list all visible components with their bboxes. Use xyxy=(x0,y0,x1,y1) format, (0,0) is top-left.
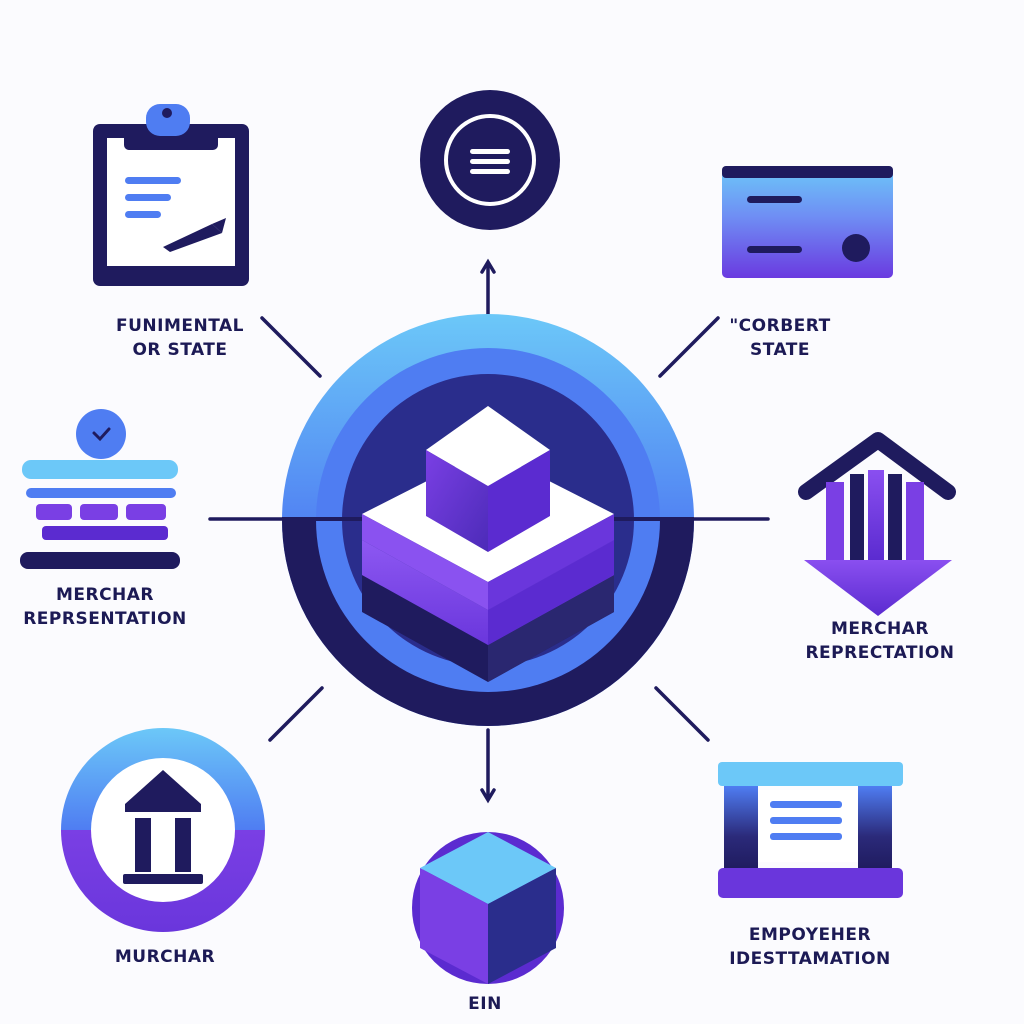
stack-icon xyxy=(20,409,180,569)
bank-arrow-icon xyxy=(798,432,956,616)
connectors xyxy=(208,258,770,804)
label-top-left-line2: OR STATE xyxy=(132,340,228,360)
connector-top-right xyxy=(658,316,720,378)
label-middle-left: MERCHAR REPRSENTATION xyxy=(0,583,210,631)
label-bottom-right-line1: EMPOYEHER xyxy=(748,925,872,945)
stacked-layers-icon xyxy=(282,314,694,726)
connector-bottom-right xyxy=(654,686,710,742)
label-top-right-line2: STATE xyxy=(749,340,811,360)
label-bottom-center-line1: EIN xyxy=(468,994,502,1014)
label-bottom-left-line1: MURCHAR xyxy=(114,947,216,967)
card-icon xyxy=(722,166,893,278)
label-bottom-right: EMPOYEHER IDESTTAMATION xyxy=(700,923,920,971)
connector-top-left xyxy=(260,316,322,378)
cube-circle-icon xyxy=(412,832,564,984)
label-bottom-right-line2: IDESTTAMATION xyxy=(729,949,891,969)
menu-circle-icon xyxy=(420,90,560,230)
label-middle-left-line2: REPRSENTATION xyxy=(23,609,187,629)
label-middle-right-line2: REPRECTATION xyxy=(805,643,955,663)
connector-bottom-left xyxy=(268,686,324,742)
label-bottom-center: EIN xyxy=(430,992,540,1016)
arrowhead-bottom-icon xyxy=(480,788,496,804)
label-top-left-line1: FUNIMENTAL xyxy=(116,316,244,336)
document-panel-icon xyxy=(718,762,903,898)
label-bottom-left: MURCHAR xyxy=(80,945,250,969)
clipboard-icon xyxy=(93,104,249,286)
label-top-left: FUNIMENTAL OR STATE xyxy=(80,314,280,362)
label-middle-left-line1: MERCHAR xyxy=(55,585,155,605)
arrowhead-top-icon xyxy=(480,258,496,274)
label-middle-right-line1: MERCHAR xyxy=(830,619,930,639)
bank-circle-icon xyxy=(61,728,265,932)
label-top-right: "CORBERT STATE xyxy=(700,314,860,362)
label-middle-right: MERCHAR REPRECTATION xyxy=(770,617,990,665)
label-top-right-line1: "CORBERT xyxy=(729,316,831,336)
